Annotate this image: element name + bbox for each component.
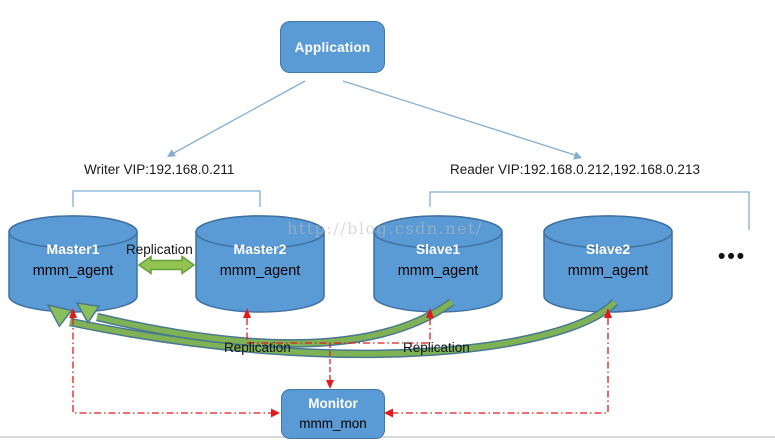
watermark-text: http://blog.csdn.net/ — [287, 219, 483, 238]
node-name: Master2 — [233, 241, 287, 257]
replication-label-masters: Replication — [126, 242, 193, 257]
node-agent: mmm_agent — [567, 263, 649, 279]
arrow-down-monitor-top — [326, 380, 334, 389]
monitor-link-slave2 — [390, 318, 609, 414]
node-name: Slave2 — [585, 241, 631, 257]
more-nodes-ellipsis: ••• — [718, 245, 747, 268]
monitor-agent: mmm_mon — [299, 416, 367, 431]
monitor-name: Monitor — [308, 396, 358, 412]
app-to-reader-arrow — [342, 80, 582, 160]
monitor-link-master1 — [72, 318, 274, 414]
app-to-writer-arrow — [167, 80, 306, 157]
node-agent: mmm_agent — [219, 263, 301, 279]
replication-label-slave1: Replication — [224, 340, 291, 355]
database-cylinder-icon — [8, 215, 138, 313]
replication-label-slave2: Replication — [403, 340, 470, 355]
node-agent: mmm_agent — [397, 263, 479, 279]
db-node-master1: Master1 mmm_agent — [8, 215, 138, 313]
arrow-left-monitor-right — [384, 408, 393, 418]
node-agent: mmm_agent — [32, 263, 114, 279]
monitor-node: Monitor mmm_mon — [281, 389, 385, 439]
bottom-divider — [0, 436, 775, 438]
arrow-right-monitor-left — [271, 408, 280, 418]
writer-vip-label: Writer VIP:192.168.0.211 — [84, 162, 235, 177]
db-node-master2: Master2 mmm_agent — [195, 215, 325, 313]
node-name: Slave1 — [415, 241, 461, 257]
application-label: Application — [294, 39, 371, 55]
database-cylinder-icon — [195, 215, 325, 313]
application-node: Application — [280, 21, 385, 73]
node-name: Master1 — [46, 241, 100, 257]
writer-vip-bracket — [72, 190, 261, 207]
db-node-slave2: Slave2 mmm_agent — [543, 215, 673, 313]
reader-vip-label: Reader VIP:192.168.0.212,192.168.0.213 — [450, 162, 700, 177]
replication-double-arrow-masters — [137, 255, 196, 275]
